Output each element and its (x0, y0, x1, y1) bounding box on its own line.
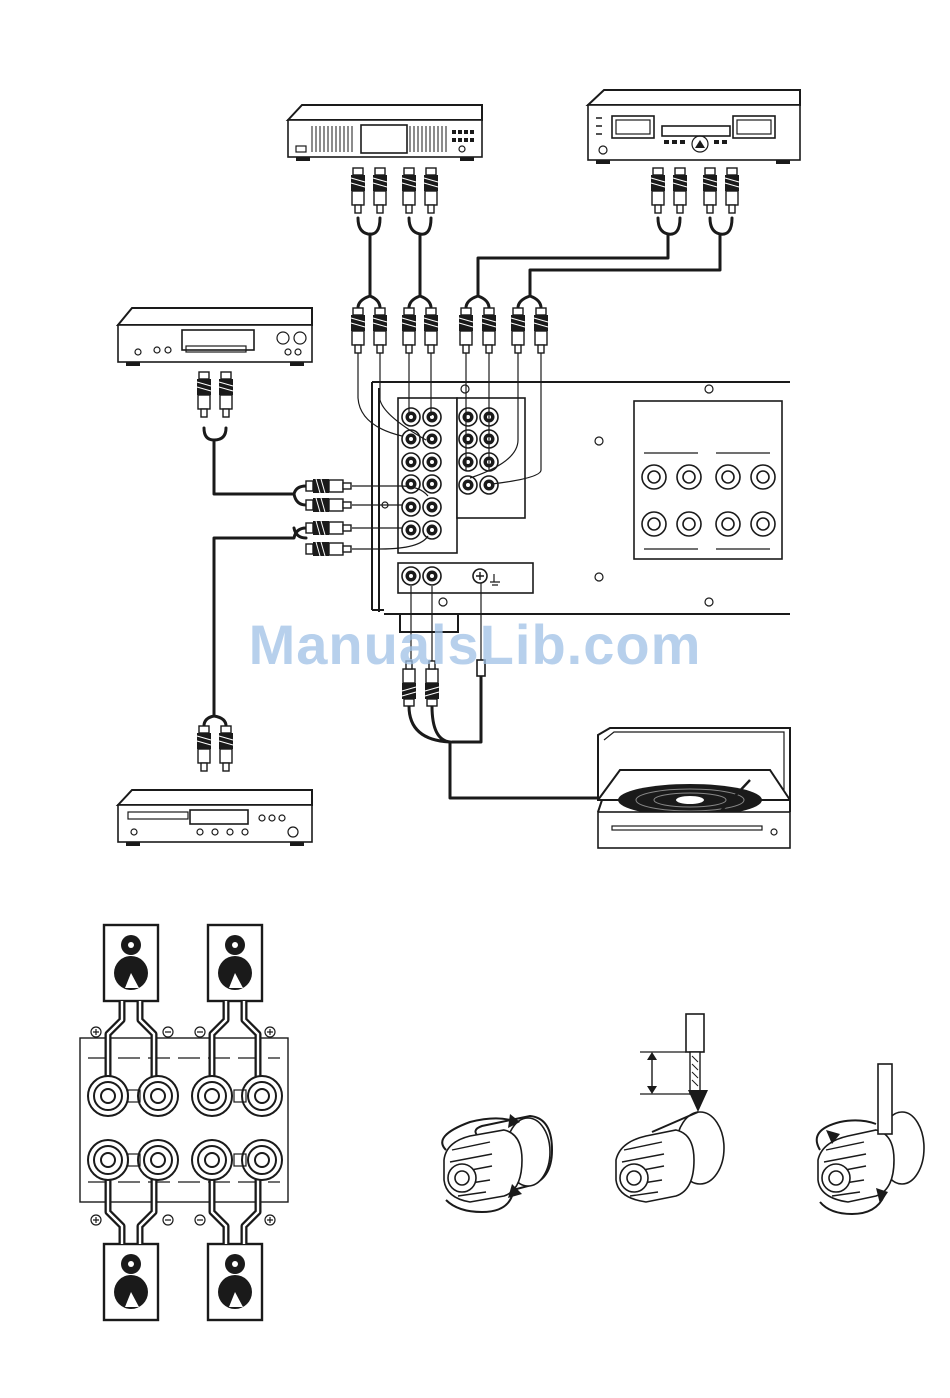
terminal-step-tighten (817, 1064, 924, 1214)
turntable (598, 728, 790, 848)
amplifier-rear-panel (372, 382, 790, 632)
equalizer-unit (288, 105, 482, 161)
terminal-step-insert-wire (616, 1014, 724, 1202)
cd-player (118, 308, 312, 366)
speaker-wiring-diagram (80, 925, 288, 1320)
cassette-deck (588, 90, 800, 164)
md-player (118, 790, 312, 846)
terminal-step-loosen (442, 1114, 552, 1212)
